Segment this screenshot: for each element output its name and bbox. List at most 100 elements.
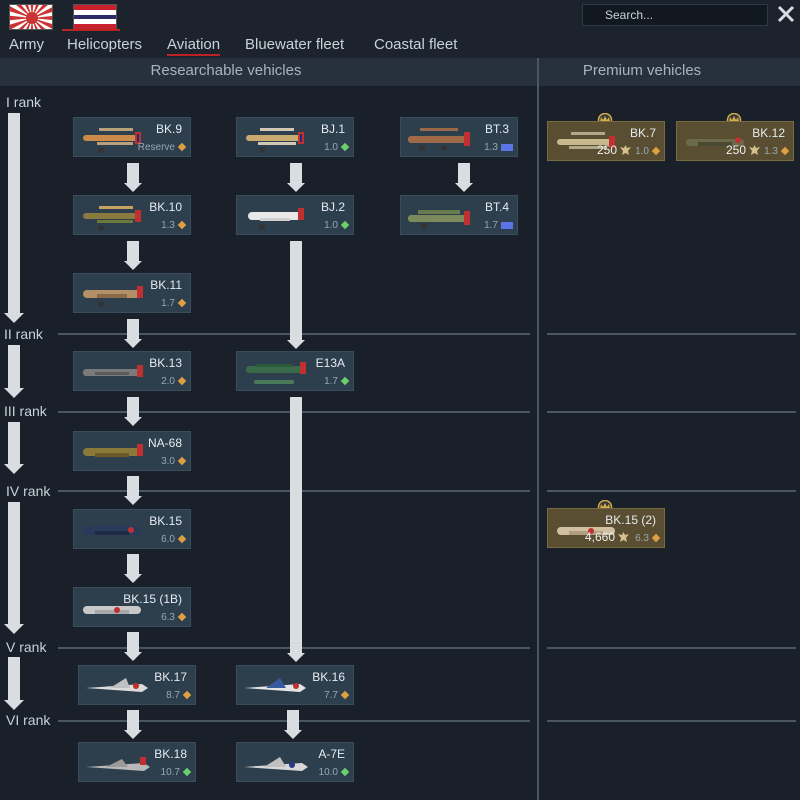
monoplane-icon	[248, 208, 304, 230]
golden-eagle-icon	[749, 145, 761, 155]
fighter-icon	[83, 526, 141, 535]
premium-card-bk12[interactable]: BK.12 250 1.3	[676, 121, 794, 161]
orange-diamond-icon	[177, 298, 187, 308]
vehicle-br-value: 6.3	[635, 533, 649, 544]
vehicle-card-bk13[interactable]: BK.13 2.0	[73, 351, 191, 391]
tab-helicopters[interactable]: Helicopters	[67, 36, 143, 53]
research-arrow	[290, 163, 302, 183]
research-arrow-head	[124, 417, 142, 426]
vehicle-card-a7e[interactable]: A-7E 10.0	[236, 742, 354, 782]
tab-coastal-fleet[interactable]: Coastal fleet	[374, 36, 458, 53]
vehicle-name: NA-68	[147, 436, 182, 450]
vehicle-card-bk11[interactable]: BK.11 1.7	[73, 273, 191, 313]
vehicle-name: BK.12	[752, 126, 785, 140]
vehicle-br: 1.3	[484, 142, 513, 153]
vehicle-card-bk15-1b[interactable]: BK.15 (1B) 6.3	[73, 587, 191, 627]
fighter-icon	[83, 286, 143, 307]
flag-stripe	[74, 5, 116, 10]
vehicle-br-value: 10.0	[318, 767, 338, 778]
orange-diamond-icon	[177, 612, 187, 622]
orange-diamond-icon	[182, 690, 192, 700]
research-arrow	[127, 163, 139, 183]
bomber-icon	[408, 128, 470, 151]
vehicle-card-bt4[interactable]: BT.4 1.7	[400, 195, 518, 235]
vehicle-br: 6.3	[161, 612, 187, 623]
fighter-icon	[83, 606, 141, 614]
vehicle-card-bt3[interactable]: BT.3 1.3	[400, 117, 518, 157]
orange-diamond-icon	[177, 456, 187, 466]
tab-army[interactable]: Army	[9, 36, 44, 53]
research-arrow-head	[124, 574, 142, 583]
vehicle-br: 8.7	[166, 690, 192, 701]
vehicle-name: BT.4	[484, 200, 509, 214]
tab-aviation[interactable]: Aviation	[167, 36, 221, 56]
vehicle-card-bj2[interactable]: BJ.2 1.0	[236, 195, 354, 235]
nation-flag-thailand[interactable]	[73, 4, 117, 30]
research-arrow-head	[124, 730, 142, 739]
biplane-icon	[246, 128, 304, 153]
floatplane-icon	[246, 362, 306, 384]
vehicle-card-bk9[interactable]: BK.9 Reserve	[73, 117, 191, 157]
price-value: 4,660	[585, 530, 616, 544]
rank-arrow	[8, 345, 20, 388]
research-arrow-head	[124, 261, 142, 270]
orange-diamond-icon	[340, 690, 350, 700]
vehicle-br-value: 8.7	[166, 690, 180, 701]
research-arrow	[127, 319, 139, 339]
vehicle-card-na68[interactable]: NA-68 3.0	[73, 431, 191, 471]
vehicle-name: BK.15	[149, 514, 182, 528]
premium-card-bk15-2[interactable]: BK.15 (2) 4,660 6.3	[547, 508, 665, 548]
vehicle-br: 10.0	[318, 767, 350, 778]
search-input[interactable]	[582, 4, 768, 26]
research-arrow-head	[124, 652, 142, 661]
biplane-icon	[83, 128, 141, 153]
vehicle-name: BK.7	[629, 126, 656, 140]
premium-card-bk7[interactable]: BK.7 250 1.0	[547, 121, 665, 161]
researchable-header-band	[0, 58, 537, 86]
vehicle-card-bj1[interactable]: BJ.1 1.0	[236, 117, 354, 157]
fighter-icon	[686, 137, 744, 146]
rising-sun-flag-icon	[10, 5, 52, 29]
premium-header-band	[539, 58, 800, 86]
research-arrow	[290, 241, 302, 340]
green-diamond-icon	[340, 142, 350, 152]
research-arrow	[127, 632, 139, 652]
tab-bluewater-fleet[interactable]: Bluewater fleet	[245, 36, 345, 53]
vehicle-name: BJ.2	[320, 200, 345, 214]
vehicle-name: A-7E	[318, 747, 345, 761]
vehicle-card-bk16[interactable]: BK.16 7.7	[236, 665, 354, 705]
vehicle-br-value: 1.3	[764, 146, 778, 157]
rank-arrow-head	[4, 388, 24, 398]
nation-flag-japan[interactable]	[9, 4, 53, 30]
research-arrow-head	[287, 340, 305, 349]
vehicle-br-value: 1.7	[484, 220, 498, 231]
vehicle-card-bk18[interactable]: BK.18 10.7	[78, 742, 196, 782]
rank-arrow	[8, 422, 20, 464]
vehicle-br: 1.7	[324, 376, 350, 387]
vehicle-price: 250	[726, 143, 761, 157]
green-diamond-icon	[340, 220, 350, 230]
rank-arrow-head	[4, 313, 24, 323]
vehicle-card-bk10[interactable]: BK.10 1.3	[73, 195, 191, 235]
rank-divider	[547, 333, 796, 335]
vehicle-card-e13a[interactable]: E13A 1.7	[236, 351, 354, 391]
bomber-icon	[408, 210, 470, 229]
research-arrow-head	[287, 653, 305, 662]
vehicle-card-bk15[interactable]: BK.15 6.0	[73, 509, 191, 549]
research-arrow	[127, 476, 139, 496]
vehicle-br: 1.7	[161, 298, 187, 309]
jet-icon	[86, 757, 150, 771]
close-icon[interactable]	[776, 4, 796, 24]
vehicle-name: E13A	[315, 356, 345, 370]
orange-diamond-icon	[177, 534, 187, 544]
research-arrow	[127, 554, 139, 574]
vehicle-br: 2.0	[161, 376, 187, 387]
research-arrow-head	[284, 730, 302, 739]
column-divider	[537, 58, 539, 800]
rank-divider	[547, 647, 796, 649]
vehicle-card-bk17[interactable]: BK.17 8.7	[78, 665, 196, 705]
vehicle-br: 7.7	[324, 690, 350, 701]
vehicle-br: 1.7	[484, 220, 513, 231]
vehicle-name: BT.3	[484, 122, 509, 136]
premium-header: Premium vehicles	[582, 62, 702, 79]
